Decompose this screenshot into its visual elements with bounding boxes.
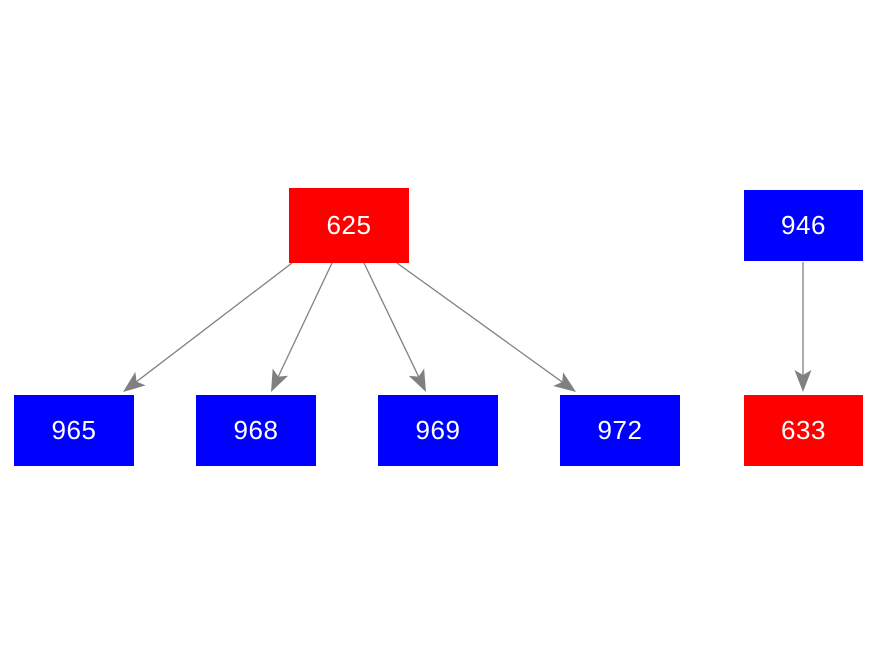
- node-625[interactable]: 625: [289, 188, 409, 263]
- arrowhead: [271, 368, 289, 392]
- edge-625-to-969: [363, 262, 426, 392]
- node-label: 965: [51, 414, 97, 445]
- edge-625-to-965: [123, 262, 293, 392]
- node-965[interactable]: 965: [14, 395, 134, 466]
- edge-line: [363, 262, 420, 377]
- node-968[interactable]: 968: [196, 395, 316, 466]
- edge-line: [277, 262, 333, 377]
- node-label: 969: [415, 414, 461, 445]
- node-label: 972: [597, 414, 643, 445]
- edge-625-to-972: [396, 262, 576, 392]
- arrowhead: [408, 368, 426, 392]
- node-label: 633: [781, 414, 826, 445]
- node-969[interactable]: 969: [378, 395, 498, 466]
- node-label: 625: [326, 209, 372, 240]
- arrowhead: [123, 371, 146, 392]
- arrowhead: [553, 372, 576, 392]
- node-972[interactable]: 972: [560, 395, 680, 466]
- node-633[interactable]: 633: [744, 395, 863, 466]
- edge-625-to-968: [271, 262, 333, 392]
- edge-line: [136, 262, 293, 383]
- node-946[interactable]: 946: [744, 190, 863, 261]
- arrowhead: [794, 370, 812, 392]
- edge-line: [396, 262, 563, 383]
- node-label: 946: [781, 209, 826, 240]
- node-label: 968: [233, 414, 279, 445]
- edge-946-to-633: [794, 262, 812, 392]
